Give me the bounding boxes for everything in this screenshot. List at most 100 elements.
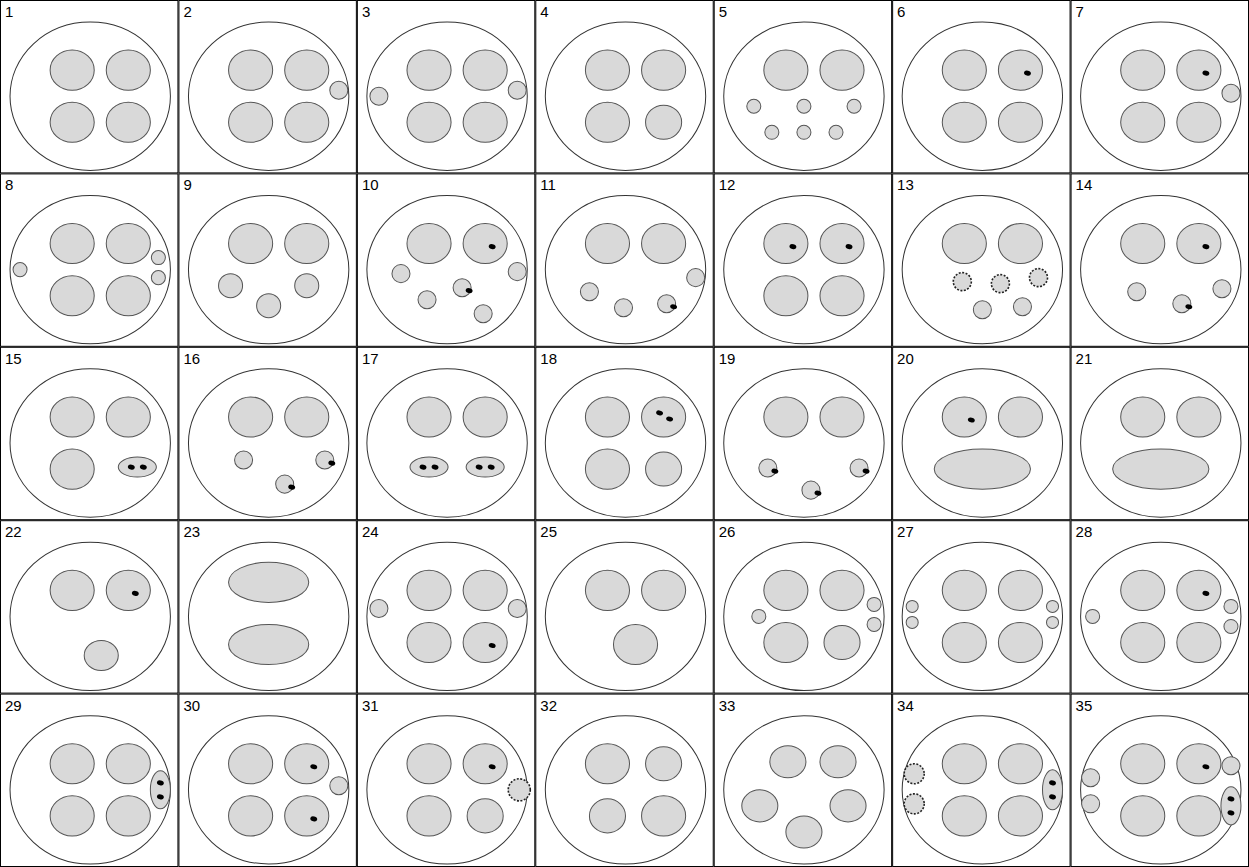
gray-body <box>642 50 686 90</box>
gray-body <box>942 796 986 836</box>
gray-body <box>1222 84 1240 102</box>
gray-body <box>765 125 779 139</box>
gray-body <box>867 597 881 611</box>
panel-number: 24 <box>362 524 379 539</box>
cell-border <box>1 694 178 866</box>
gray-body <box>585 50 629 90</box>
gray-body <box>1121 796 1165 836</box>
cell-figure <box>1081 22 1241 170</box>
cell-border <box>1071 174 1248 346</box>
outer-envelope <box>188 716 348 864</box>
gray-body <box>151 271 165 285</box>
cell-border <box>179 1 356 173</box>
gray-body <box>50 397 94 437</box>
gray-body <box>508 599 526 617</box>
dark-dot <box>431 464 439 470</box>
outer-envelope <box>724 22 884 170</box>
gray-body <box>770 746 806 778</box>
gray-body <box>1121 744 1165 784</box>
gray-body <box>285 744 329 784</box>
gray-body <box>229 796 273 836</box>
panel-number: 22 <box>5 524 22 539</box>
cell-figure <box>367 542 527 690</box>
gray-body <box>229 50 273 90</box>
cell-drawing <box>1071 1 1248 173</box>
gray-body <box>229 744 273 784</box>
gray-body <box>407 50 451 90</box>
panel-number: 6 <box>897 4 905 19</box>
gray-body <box>1221 787 1241 825</box>
dark-dot <box>862 468 870 474</box>
cell-drawing <box>714 347 891 519</box>
gray-body <box>797 125 811 139</box>
cell-border <box>357 174 534 346</box>
cell-border <box>893 174 1070 346</box>
gray-body <box>508 263 526 281</box>
dark-dot <box>814 490 822 496</box>
gray-body <box>285 796 329 836</box>
dark-dot <box>156 780 164 786</box>
cell-figure <box>902 716 1062 864</box>
dark-dot <box>1227 796 1235 802</box>
outer-envelope <box>188 195 348 343</box>
dark-dot <box>1049 794 1057 800</box>
gray-body <box>463 224 507 264</box>
cell-drawing <box>714 174 891 346</box>
gray-body <box>1121 102 1165 142</box>
panel-number: 26 <box>719 524 736 539</box>
dark-dot <box>1227 810 1235 816</box>
outer-envelope <box>1081 716 1241 864</box>
panel-number: 15 <box>5 351 22 366</box>
panel-number: 17 <box>362 351 379 366</box>
gray-body <box>585 397 629 437</box>
panel-number: 16 <box>183 351 200 366</box>
gray-body <box>1121 224 1165 264</box>
gray-body <box>407 570 451 610</box>
cell-drawing <box>714 1 891 173</box>
outer-envelope <box>902 716 1062 864</box>
cell-figure <box>1081 369 1241 517</box>
panel-number: 31 <box>362 698 379 713</box>
cell-border <box>1 521 178 693</box>
gray-body <box>642 224 686 264</box>
gray-body <box>820 224 864 264</box>
outer-envelope <box>10 369 170 517</box>
gray-body <box>585 744 629 784</box>
gray-body <box>580 283 598 301</box>
gray-body <box>830 790 866 822</box>
cell-figure <box>545 716 705 864</box>
gray-body <box>50 449 94 489</box>
gray-body <box>747 99 761 113</box>
cell-border <box>536 694 713 866</box>
dark-dot <box>328 460 336 466</box>
gray-body <box>942 622 986 662</box>
panel-number: 12 <box>719 177 736 192</box>
gray-body <box>407 224 451 264</box>
cell-drawing <box>536 694 713 866</box>
gray-body <box>934 449 1030 489</box>
dark-dot <box>1202 70 1210 76</box>
cell-drawing <box>1 347 178 519</box>
cell-figure <box>902 22 1062 170</box>
cell-border <box>179 347 356 519</box>
cell-border <box>536 347 713 519</box>
gray-body <box>106 276 150 316</box>
outer-envelope <box>902 22 1062 170</box>
cell-figure <box>545 542 705 690</box>
cell-figure <box>367 369 527 517</box>
gray-body <box>998 224 1042 264</box>
dark-dot <box>156 794 164 800</box>
dark-dot <box>139 464 147 470</box>
gray-body <box>1121 397 1165 437</box>
gray-body <box>585 570 629 610</box>
gray-body <box>463 50 507 90</box>
cell-figure <box>545 22 705 170</box>
outer-envelope <box>367 195 527 343</box>
gray-body <box>589 799 625 833</box>
dashed-body <box>508 779 530 801</box>
dark-dot <box>131 590 139 596</box>
cell-border <box>1 1 178 173</box>
cell-figure <box>10 369 170 517</box>
gray-body <box>942 570 986 610</box>
gray-body <box>1121 570 1165 610</box>
